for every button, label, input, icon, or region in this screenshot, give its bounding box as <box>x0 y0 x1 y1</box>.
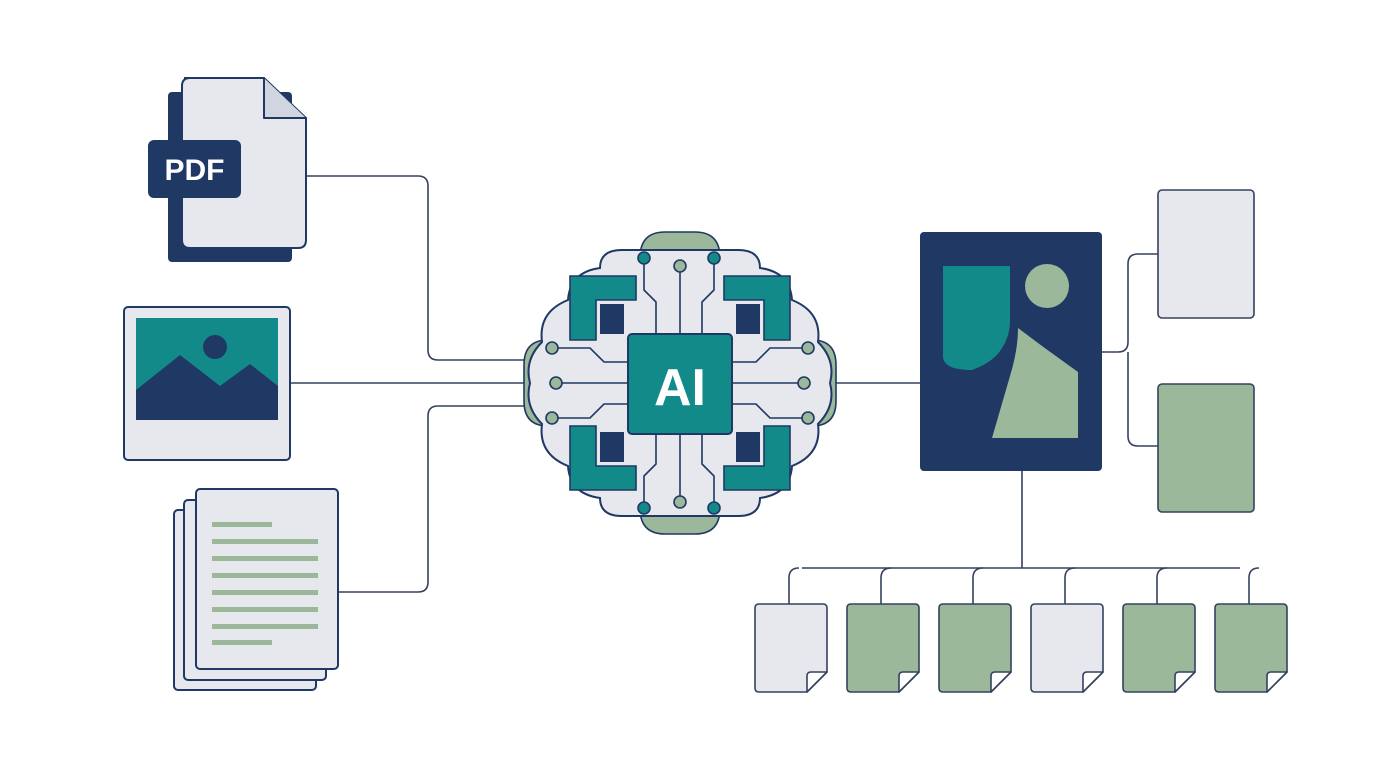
ai-chip-icon: AI <box>523 231 837 535</box>
connector-bus-to-page-3 <box>972 567 984 604</box>
image-icon <box>123 306 291 461</box>
bottom-output-documents <box>754 603 1288 693</box>
connector-bus-to-page-1 <box>788 567 800 604</box>
connector-bus-to-page-6 <box>1248 567 1260 604</box>
connector-bus-to-page-5 <box>1156 567 1168 604</box>
connector-output-to-side <box>1102 253 1158 447</box>
document-page-6-icon <box>1214 603 1288 693</box>
ai-label: AI <box>654 359 706 417</box>
structured-document-icon <box>920 232 1102 471</box>
text-document-stack-icon <box>173 488 339 691</box>
connector-bus-to-page-2 <box>880 567 892 604</box>
pdf-document-icon: PDF <box>148 77 307 262</box>
connector-bus-to-page-4 <box>1064 567 1076 604</box>
document-page-3-icon <box>938 603 1012 693</box>
document-page-1-icon <box>754 603 828 693</box>
document-page-2-icon <box>846 603 920 693</box>
side-output-page-2 <box>1157 383 1255 513</box>
connector-pdf-to-ai <box>306 175 538 361</box>
connector-text-to-ai <box>338 405 538 593</box>
side-output-documents <box>1157 189 1255 513</box>
bottom-drops <box>788 567 1260 604</box>
document-page-5-icon <box>1122 603 1196 693</box>
side-output-page-1 <box>1157 189 1255 319</box>
document-page-4-icon <box>1030 603 1104 693</box>
pdf-label: PDF <box>165 154 225 187</box>
